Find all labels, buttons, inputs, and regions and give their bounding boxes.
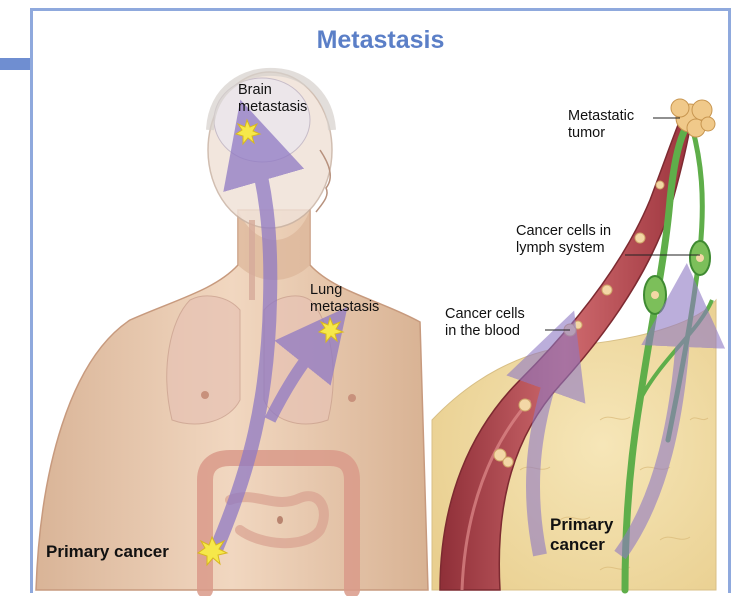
- label-metastatic-tumor: Metastatic tumor: [568, 108, 634, 142]
- label-primary-cancer-detail: Primary cancer: [550, 515, 613, 555]
- label-cancer-cells-lymph: Cancer cells in lymph system: [516, 223, 611, 257]
- label-brain-metastasis: Brain metastasis: [238, 82, 307, 116]
- label-lung-metastasis: Lung metastasis: [310, 282, 379, 316]
- label-primary-cancer-body: Primary cancer: [46, 542, 169, 562]
- label-cancer-cells-blood: Cancer cells in the blood: [445, 306, 525, 340]
